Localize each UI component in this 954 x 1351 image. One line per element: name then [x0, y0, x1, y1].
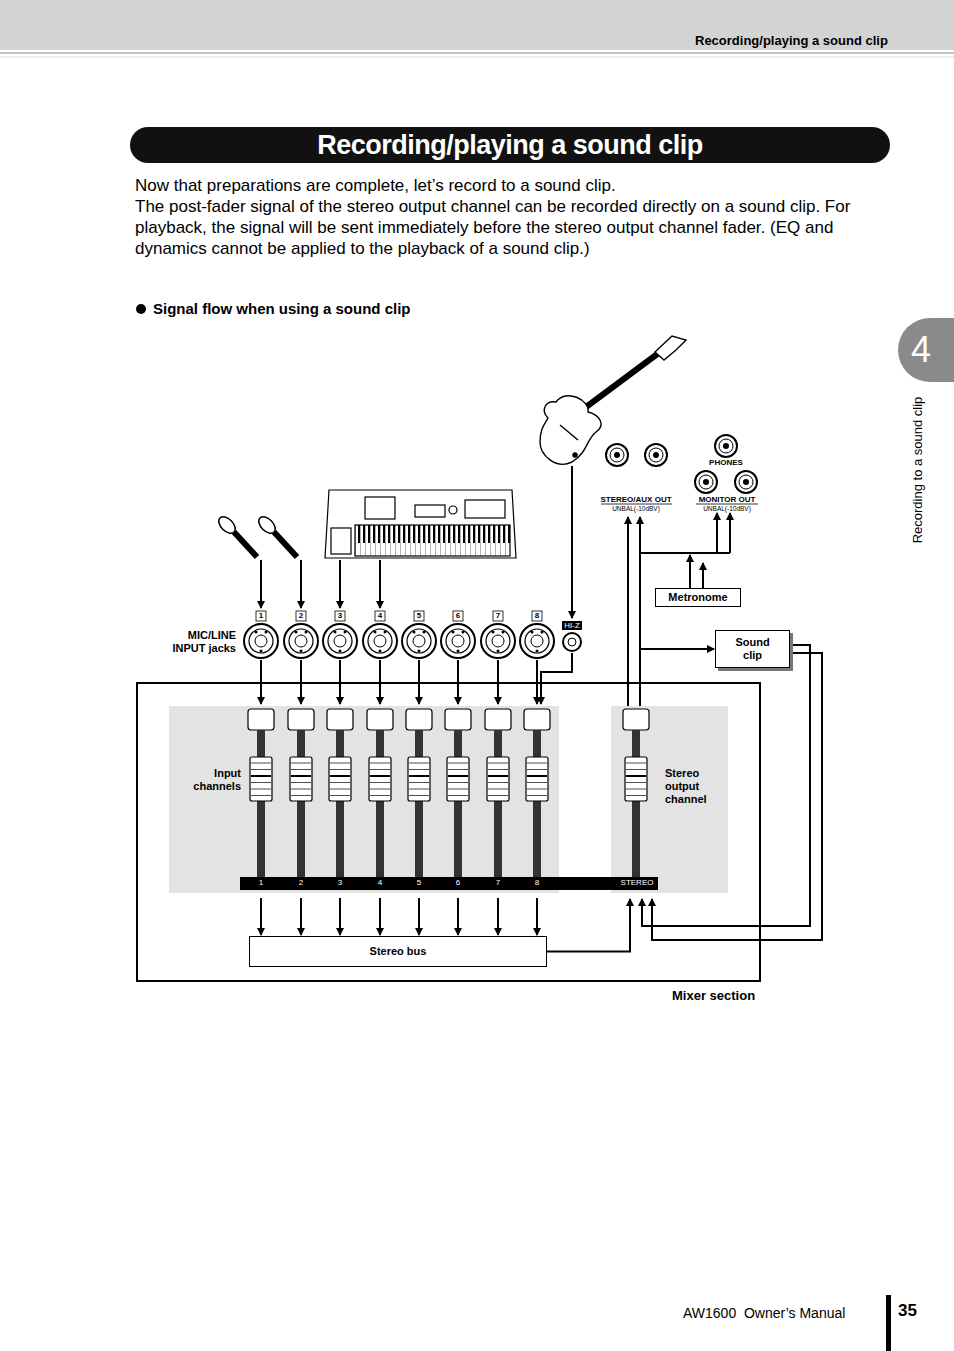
strip-number: 3: [338, 878, 342, 888]
strip-label: STEREO: [621, 878, 654, 888]
jack-label: UNBAL(-10dBV): [612, 505, 660, 513]
signal-arrow: [642, 645, 822, 940]
node-text: Sound clip: [728, 636, 778, 662]
channel-number: 8: [535, 611, 539, 621]
strip-number: 4: [378, 878, 382, 888]
strip-number: 8: [535, 878, 539, 888]
strip-number: 6: [456, 878, 460, 888]
title-banner: Recording/playing a sound clip: [130, 127, 890, 163]
node-text: Stereo output channel: [665, 767, 717, 806]
strip-number: 7: [496, 878, 500, 888]
bus-box: Stereo bus: [249, 936, 547, 967]
node-text: Mixer section: [672, 989, 755, 1002]
channel-panel: Stereo output channel: [611, 706, 728, 893]
chapter-title: Recording to a sound clip: [910, 397, 926, 544]
chapter-number: 4: [911, 328, 931, 371]
section-heading: Signal flow when using a sound clip: [153, 300, 411, 318]
jack-label: UNBAL(-10dBV): [703, 505, 751, 513]
mixer-section: Mixer sectionInput channelsStereo output…: [136, 682, 761, 982]
strip-number: 5: [417, 878, 421, 888]
body-text: Now that preparations are complete, let’…: [135, 175, 895, 196]
jack-label: HI-Z: [564, 621, 580, 631]
page-number: 35: [898, 1301, 917, 1321]
channel-panel: Input channels: [169, 706, 559, 893]
strip-number: 1: [259, 878, 263, 888]
channel-number: 2: [299, 611, 303, 621]
signal-arrow: [261, 898, 537, 935]
footer-text: AW1600 Owner’s Manual: [683, 1305, 845, 1322]
channel-number: 7: [496, 611, 500, 621]
channel-number: 4: [378, 611, 382, 621]
channel-number: 6: [456, 611, 460, 621]
signal-arrow: [547, 899, 630, 952]
node-text: Metronome: [668, 591, 727, 604]
running-header: Recording/playing a sound clip: [695, 33, 888, 49]
channel-number: 5: [417, 611, 421, 621]
channel-number: 3: [338, 611, 342, 621]
jack-label: PHONES: [709, 458, 743, 468]
body-text: The post-fader signal of the stereo outp…: [135, 196, 895, 259]
node-text: Input channels: [175, 767, 241, 793]
jack-label: MIC/LINE INPUT jacks: [172, 629, 236, 655]
jack-label: MONITOR OUT: [699, 495, 756, 505]
signal-arrow: [640, 649, 714, 706]
process-box: Sound clip: [715, 630, 790, 668]
process-box: Metronome: [655, 588, 741, 607]
jack-label: STEREO/AUX OUT: [600, 495, 671, 505]
node-text: Stereo bus: [370, 945, 427, 958]
channel-number: 1: [259, 611, 263, 621]
strip-number: 2: [299, 878, 303, 888]
